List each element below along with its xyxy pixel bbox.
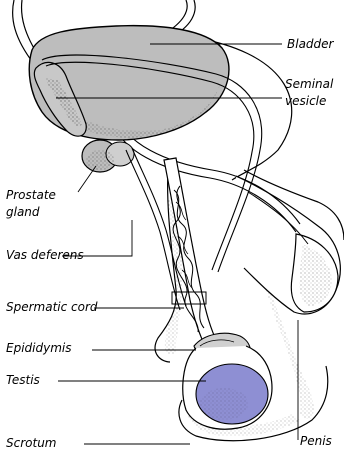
testis-shape (183, 346, 272, 429)
penis-shape (236, 176, 340, 314)
label-bladder: Bladder (287, 37, 333, 52)
prostate-shape (82, 140, 134, 172)
label-epididymis: Epididymis (6, 341, 71, 356)
label-seminal-vesicle-line1: Seminal (285, 77, 333, 92)
label-vas-deferens: Vas deferens (6, 248, 84, 263)
label-spermatic-cord: Spermatic cord (6, 300, 98, 315)
label-prostate-line2: gland (6, 205, 40, 220)
label-penis: Penis (300, 434, 332, 449)
label-seminal-vesicle-line2: vesicle (285, 94, 326, 109)
label-prostate-line1: Prostate (6, 188, 56, 203)
label-testis: Testis (6, 373, 40, 388)
label-scrotum: Scrotum (6, 436, 57, 451)
